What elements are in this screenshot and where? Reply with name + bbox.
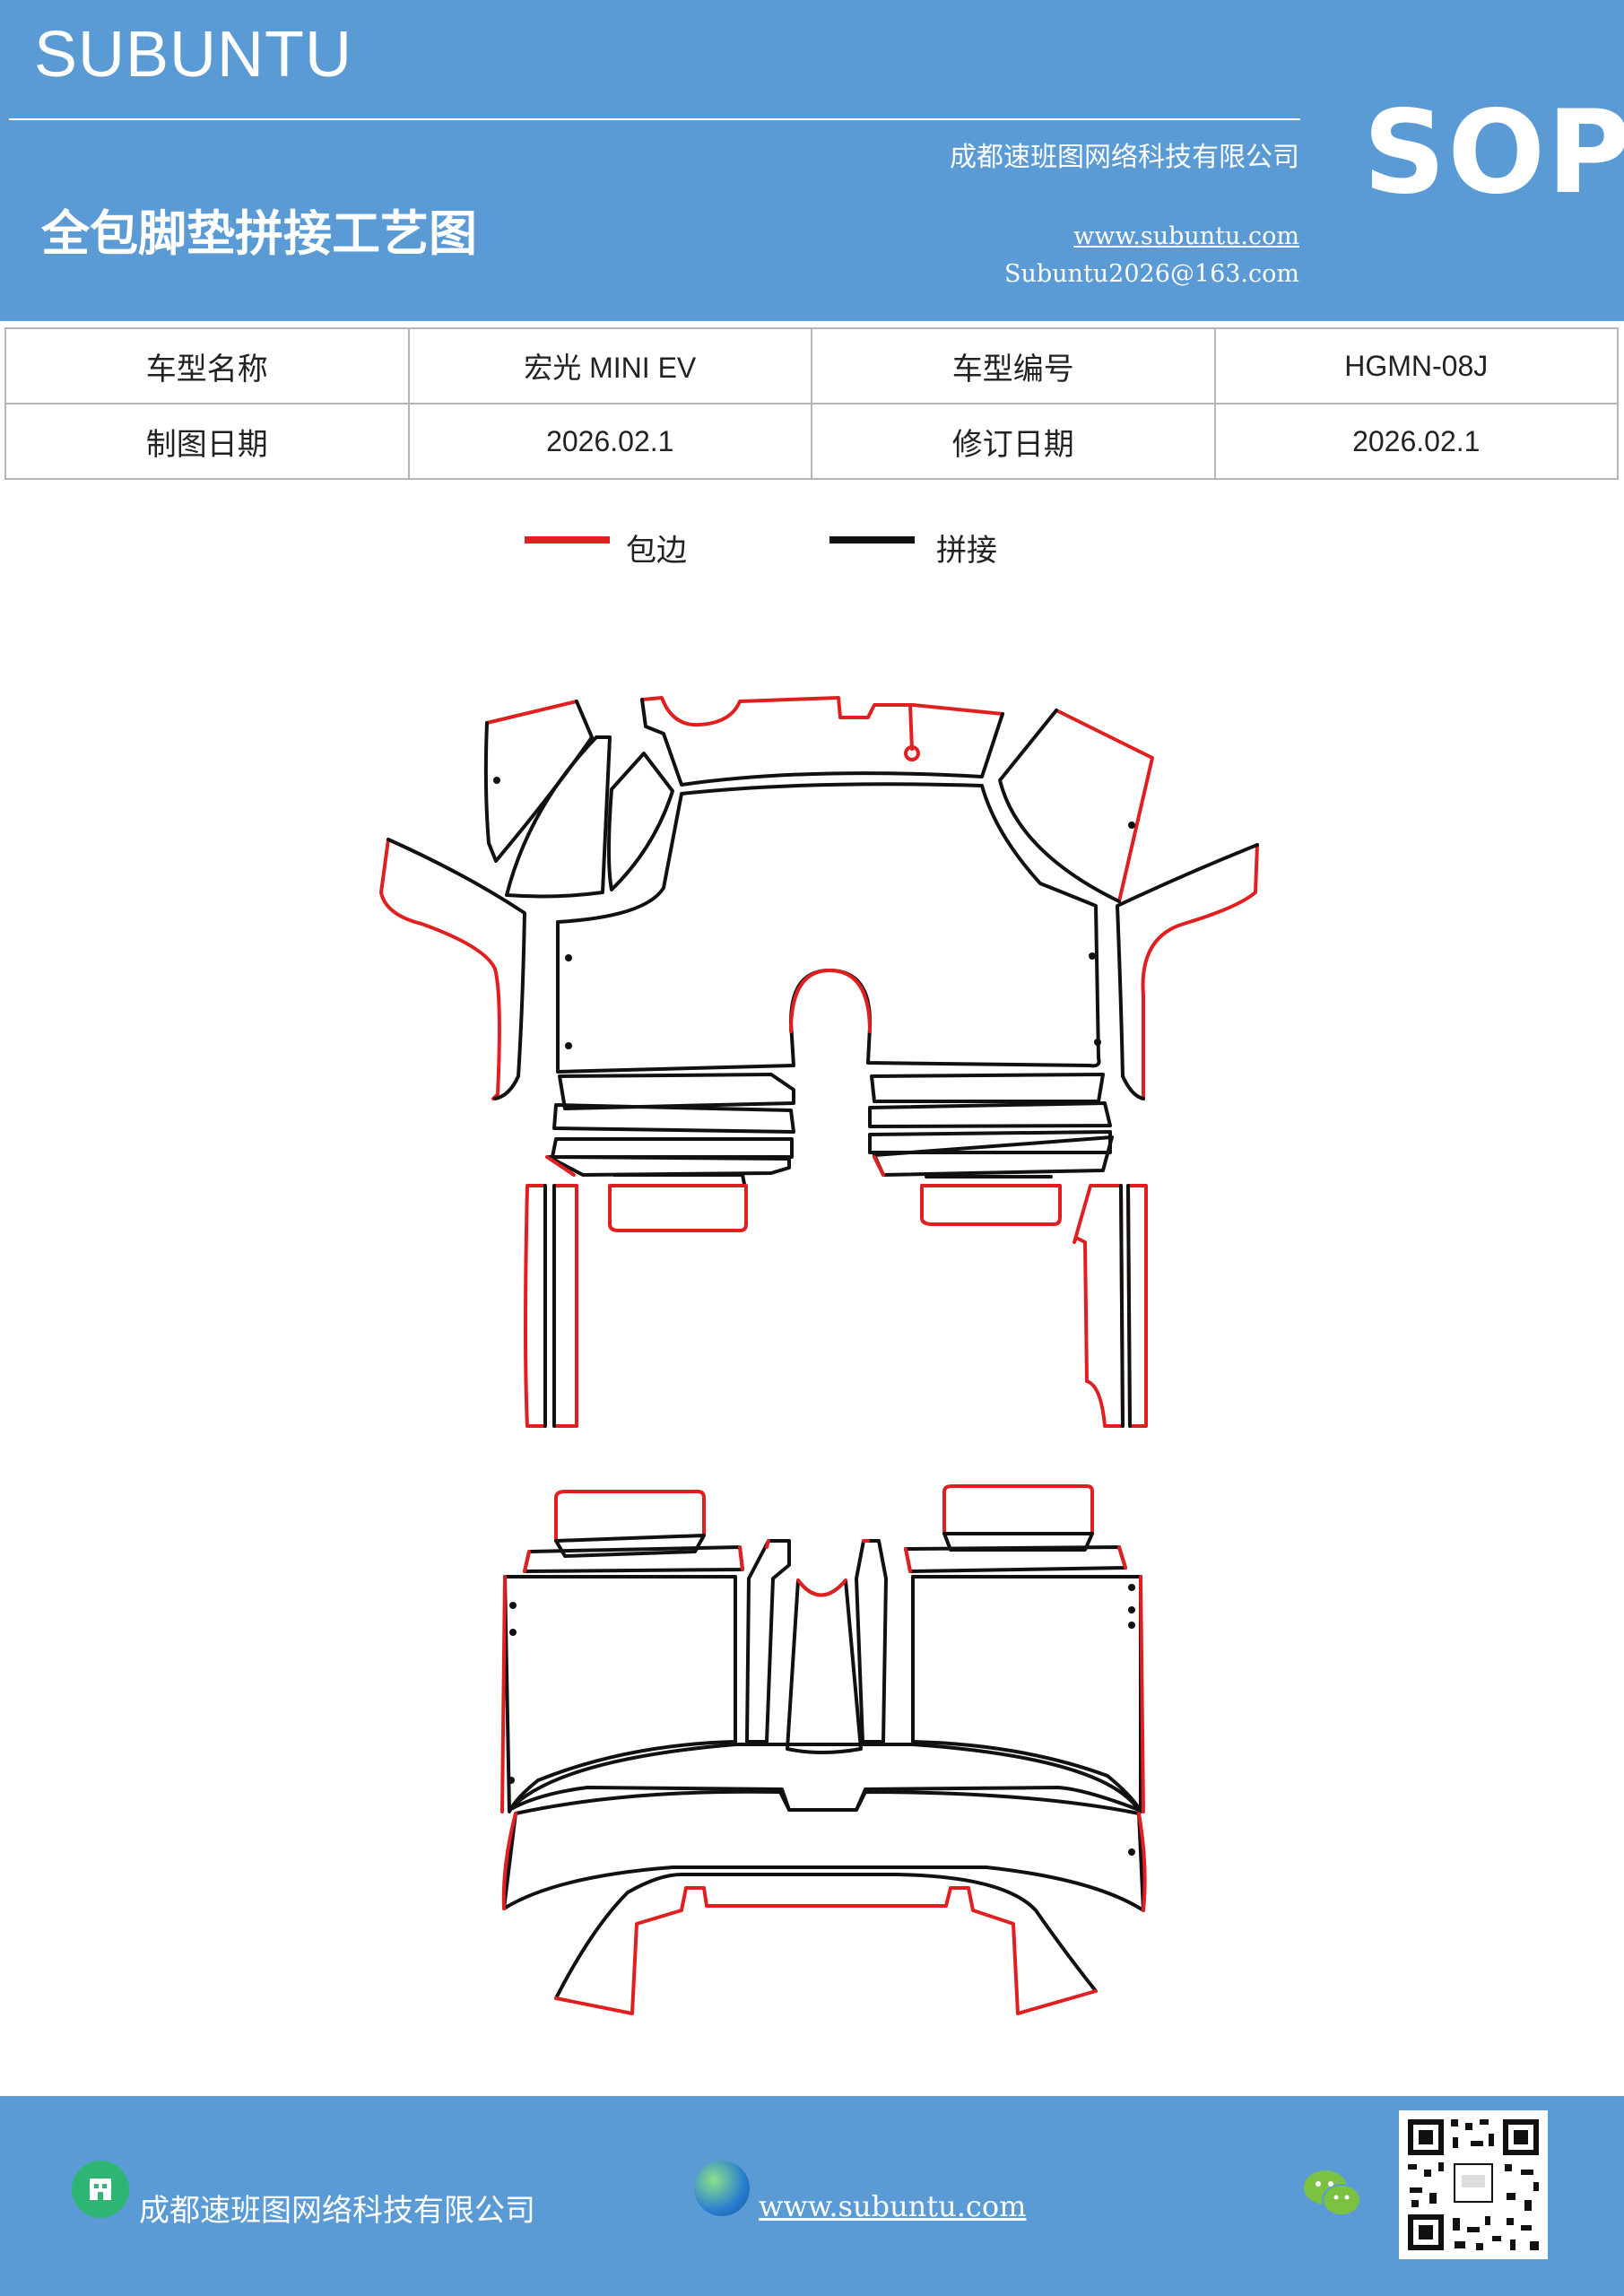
rear-left-heel-pad — [554, 1490, 706, 1558]
footer-banner: 成都速班图网络科技有限公司 www.subuntu.com — [0, 2096, 1624, 2296]
sop-badge: SOP — [1363, 86, 1624, 220]
footer-website-link[interactable]: www.subuntu.com — [759, 2189, 1027, 2223]
footer-company-name: 成都速班图网络科技有限公司 — [139, 2193, 535, 2229]
globe-icon — [694, 2161, 750, 2216]
brand-logo: SUBUNTU — [34, 19, 353, 91]
rear-left-floor — [500, 1575, 737, 1813]
header-divider — [9, 118, 1300, 120]
table-row: 制图日期 2026.02.1 修订日期 2026.02.1 — [4, 403, 1619, 480]
legend-edge-label: 包边 — [626, 533, 687, 569]
model-name-value: 宏光 MINI EV — [407, 327, 812, 404]
rear-left-top-strip — [523, 1545, 744, 1573]
left-door-sill-strips — [524, 1184, 578, 1428]
front-left-side-wing — [379, 838, 526, 1100]
right-door-sill-strips — [1073, 1184, 1148, 1428]
front-right-upper-piece — [998, 709, 1154, 903]
website-link[interactable]: www.subuntu.com — [1073, 222, 1299, 250]
table-row: 车型名称 宏光 MINI EV 车型编号 HGMN-08J — [4, 327, 1619, 404]
front-left-tunnel-piece — [607, 752, 674, 891]
header-banner: SUBUNTU 成都速班图网络科技有限公司 全包脚垫拼接工艺图 www.subu… — [0, 0, 1624, 321]
rear-seat-base — [501, 1789, 1147, 1912]
model-code-value: HGMN-08J — [1213, 327, 1619, 404]
qr-code — [1399, 2110, 1548, 2259]
email-address: Subuntu2026@163.com — [1004, 260, 1299, 288]
revise-date-label: 修订日期 — [811, 403, 1216, 480]
draw-date-label: 制图日期 — [4, 403, 410, 480]
rear-right-heel-pad — [942, 1484, 1094, 1552]
front-right-foot-strips — [868, 1073, 1114, 1177]
front-right-side-wing — [1116, 843, 1259, 1100]
legend-edge-swatch — [525, 536, 610, 544]
front-right-heel-pad — [920, 1175, 1062, 1226]
legend-joint-label: 拼接 — [936, 533, 997, 569]
front-left-strip — [505, 735, 612, 899]
revise-date-value: 2026.02.1 — [1213, 403, 1619, 480]
model-name-label: 车型名称 — [4, 327, 410, 404]
front-top-dash-piece — [640, 696, 1004, 787]
vehicle-info-table: 车型名称 宏光 MINI EV 车型编号 HGMN-08J 制图日期 2026.… — [4, 327, 1619, 480]
front-left-foot-strips — [545, 1073, 795, 1177]
model-code-label: 车型编号 — [811, 327, 1216, 404]
rear-trunk-piece — [554, 1873, 1098, 2015]
floor-mat-diagram — [379, 696, 1259, 2015]
front-left-heel-pad — [608, 1173, 748, 1232]
page-title: 全包脚垫拼接工艺图 — [41, 205, 477, 262]
front-main-floor — [556, 782, 1101, 1074]
rear-right-floor — [911, 1575, 1145, 1813]
wechat-icon[interactable] — [1302, 2168, 1363, 2220]
rear-wide-bar — [508, 1743, 1141, 1812]
company-name: 成都速班图网络科技有限公司 — [950, 142, 1299, 173]
rear-center-tunnel — [745, 1539, 888, 1754]
legend-joint-swatch — [829, 536, 915, 544]
front-left-corner-piece — [483, 700, 594, 863]
building-icon — [72, 2161, 129, 2218]
draw-date-value: 2026.02.1 — [407, 403, 812, 480]
